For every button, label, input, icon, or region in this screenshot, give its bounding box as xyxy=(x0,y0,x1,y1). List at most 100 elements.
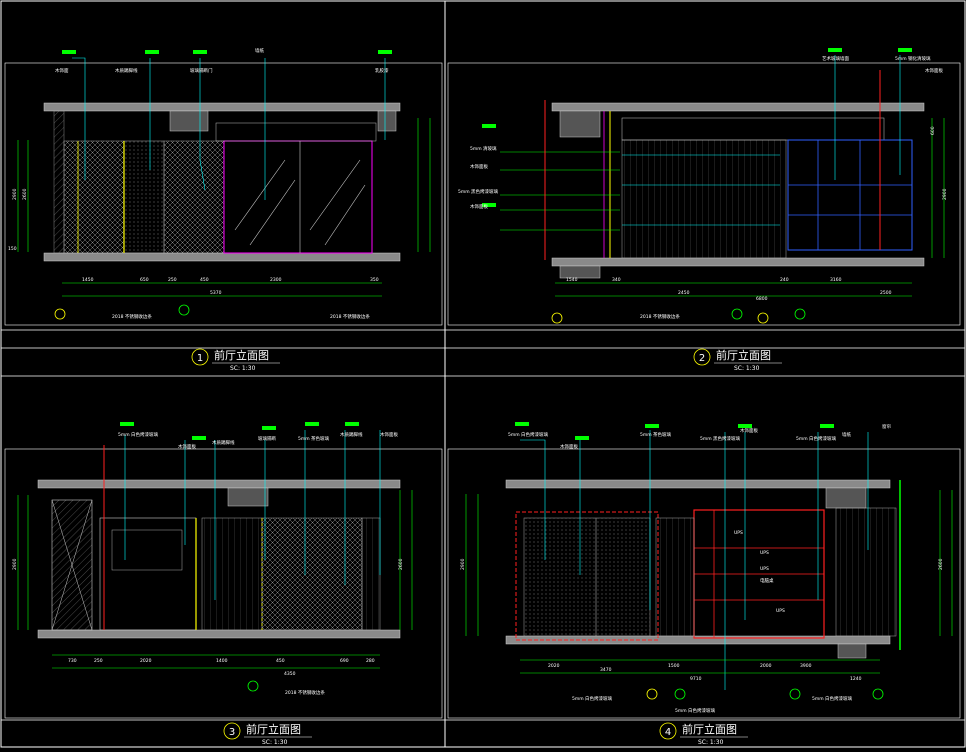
view-3-number: 3 xyxy=(229,727,235,738)
view-2-title-text: 前厅立面图 xyxy=(716,348,771,362)
elevation-view-4 xyxy=(447,422,961,719)
v3-label-4: 5mm 茶色玻璃 xyxy=(298,435,330,442)
v4-dim-5: 1240 xyxy=(850,676,862,682)
v2-height-1: 600 xyxy=(930,126,936,135)
v1-dim-2: 250 xyxy=(168,277,177,283)
view-3-scale: SC: 1:30 xyxy=(262,739,288,746)
v4-shelf-2: UPS xyxy=(760,566,769,572)
v3-bottom-note-0: 2018 不锈钢收边条 xyxy=(285,689,325,696)
elevation-view-2 xyxy=(447,48,961,326)
v1-label-4: 乳胶漆 xyxy=(375,67,389,74)
v2-left-2: 5mm 黑色烤漆玻璃 xyxy=(458,188,499,195)
view-1-number-circle xyxy=(191,348,209,366)
v2-dim-total: 6800 xyxy=(756,296,768,302)
v3-dim-2: 2020 xyxy=(140,658,152,664)
v4-label-7: 窗帘 xyxy=(882,423,891,430)
v4-shelf-3: 电脑桌 xyxy=(760,577,774,584)
view-2-scale: SC: 1:30 xyxy=(734,365,760,372)
v3-label-1: 木饰面板 xyxy=(178,443,196,450)
v2-label-2: 木饰面板 xyxy=(925,67,943,74)
v1-label-1: 木质踢脚线 xyxy=(115,67,138,74)
v3-label-3: 玻璃隔断 xyxy=(258,435,276,442)
v1-dim-4: 2300 xyxy=(270,277,282,283)
v4-shelf-4: UPS xyxy=(776,608,785,614)
v4-dim-3: 2000 xyxy=(760,663,772,669)
view-3-title-text: 前厅立面图 xyxy=(246,722,301,736)
v4-bottom-note-2: 5mm 白色烤漆玻璃 xyxy=(812,695,853,702)
v4-height-0: 2900 xyxy=(460,558,466,570)
view-4-scale: SC: 1:30 xyxy=(698,739,724,746)
v3-dim-4: 450 xyxy=(276,658,285,664)
v3-label-5: 木质踢脚线 xyxy=(340,431,363,438)
v3-label-2: 木质踢脚线 xyxy=(212,439,235,446)
v1-label-2: 玻璃隔断门 xyxy=(190,67,213,74)
elevation-view-1 xyxy=(4,50,443,326)
v2-dim-5: 2500 xyxy=(880,290,892,296)
v4-bottom-note-1: 5mm 白色烤漆玻璃 xyxy=(675,707,716,714)
view-3-number-circle xyxy=(223,722,241,740)
v2-dim-4: 3160 xyxy=(830,277,842,283)
v1-height-0: 2900 xyxy=(12,188,18,200)
v4-label-0: 5mm 白色烤漆玻璃 xyxy=(508,431,549,438)
v2-left-3: 木饰面板 xyxy=(470,203,488,210)
v2-left-0: 5mm 清玻璃 xyxy=(470,145,497,152)
view-1-title-text: 前厅立面图 xyxy=(214,348,269,362)
v4-label-4: 木饰面板 xyxy=(740,427,758,434)
v4-label-6: 墙纸 xyxy=(842,431,851,438)
v3-dim-1: 250 xyxy=(94,658,103,664)
v2-left-1: 木饰面板 xyxy=(470,163,488,170)
v4-dim-1: 3470 xyxy=(600,667,612,673)
v3-height-0: 2900 xyxy=(12,558,18,570)
v1-bottom-note-0: 2018 不锈钢收边条 xyxy=(112,313,152,320)
v3-label-0: 5mm 白色烤漆玻璃 xyxy=(118,431,159,438)
v1-dim-3: 450 xyxy=(200,277,209,283)
v4-dim-2: 1500 xyxy=(668,663,680,669)
v4-height-1: 2600 xyxy=(938,558,944,570)
v2-label-1: 5mm 钢化清玻璃 xyxy=(895,55,931,62)
view-2-number: 2 xyxy=(699,353,705,364)
view-1-title: 1 前厅立面图 SC: 1:30 xyxy=(191,348,280,372)
view-2-title: 2 前厅立面图 SC: 1:30 xyxy=(693,348,782,372)
v2-dim-0: 1540 xyxy=(566,277,578,283)
v4-dim-0: 2020 xyxy=(548,663,560,669)
v4-dim-total: 9710 xyxy=(690,676,702,682)
v3-dim-6: 280 xyxy=(366,658,375,664)
v3-height-1: 2600 xyxy=(398,558,404,570)
v2-bottom-note-0: 2018 不锈钢收边条 xyxy=(640,313,680,320)
v4-label-2: 5mm 茶色玻璃 xyxy=(640,431,672,438)
view-1-scale: SC: 1:30 xyxy=(230,365,256,372)
v4-bottom-note-0: 5mm 白色烤漆玻璃 xyxy=(572,695,613,702)
view-4-number-circle xyxy=(659,722,677,740)
v2-dim-2: 2450 xyxy=(678,290,690,296)
v4-shelf-1: UPS xyxy=(760,550,769,556)
v1-height-2: 150 xyxy=(8,246,17,252)
v1-label-0: 木饰面 xyxy=(55,67,69,74)
v3-label-6: 木饰面板 xyxy=(380,431,398,438)
v1-dim-1: 650 xyxy=(140,277,149,283)
v3-dim-5: 690 xyxy=(340,658,349,664)
v2-height-0: 2900 xyxy=(942,188,948,200)
v2-dim-1: 340 xyxy=(612,277,621,283)
v2-dim-3: 240 xyxy=(780,277,789,283)
view-3-title: 3 前厅立面图 SC: 1:30 xyxy=(223,722,312,746)
view-4-number: 4 xyxy=(665,727,671,738)
v3-dim-total: 4350 xyxy=(284,671,296,677)
view-1-number: 1 xyxy=(197,353,203,364)
v1-bottom-note-1: 2018 不锈钢收边条 xyxy=(330,313,370,320)
v1-height-1: 2600 xyxy=(22,188,28,200)
v4-label-1: 木饰面板 xyxy=(560,443,578,450)
view-4-title: 4 前厅立面图 SC: 1:30 xyxy=(659,722,748,746)
v2-label-0: 艺术玻璃墙面 xyxy=(822,55,849,62)
v1-dim-total: 5370 xyxy=(210,290,222,296)
view-2-number-circle xyxy=(693,348,711,366)
elevation-view-3 xyxy=(4,422,443,719)
v1-dim-5: 350 xyxy=(370,277,379,283)
v4-dim-4: 3900 xyxy=(800,663,812,669)
v4-label-5: 5mm 白色烤漆玻璃 xyxy=(796,435,837,442)
v4-shelf-0: UPS xyxy=(734,530,743,536)
v1-dim-0: 1450 xyxy=(82,277,94,283)
v3-dim-0: 730 xyxy=(68,658,77,664)
